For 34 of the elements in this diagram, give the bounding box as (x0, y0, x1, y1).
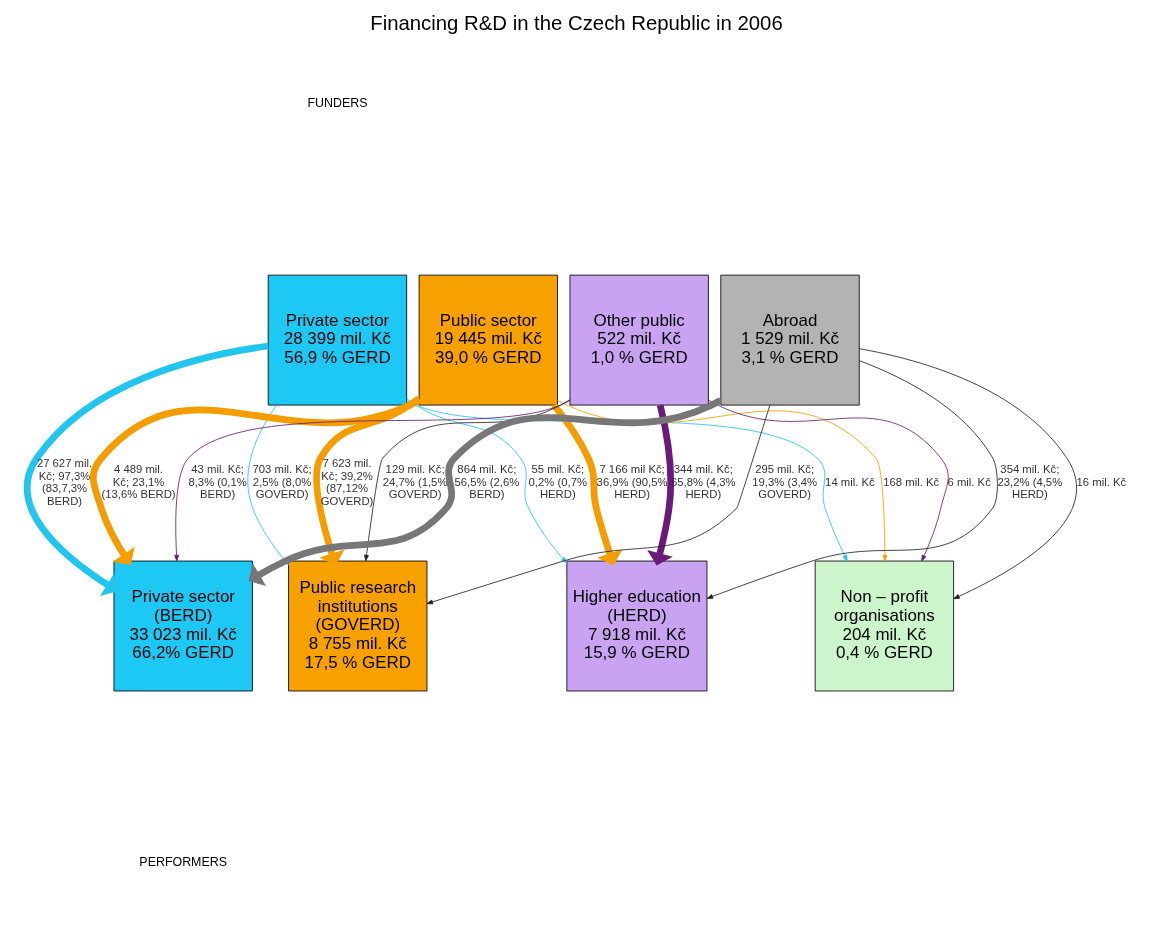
arrow (313, 395, 421, 565)
edge-label: 864 mil. Kč; 56,5% (2,6% BERD) (454, 462, 520, 500)
arrow (24, 342, 269, 596)
node-box: Non – profit organisations 204 mil. Kč 0,4 % GERD (814, 560, 955, 691)
edge-label: 43 mil. Kč; 8,3% (0,1% BERD) (188, 462, 247, 500)
edge-label: 354 mil. Kč; 23,2% (4,5% HERD) (997, 462, 1063, 500)
label: FUNDERS (307, 95, 368, 110)
edge-label: 7 166 mil Kč; 36,9% (90,5% HERD) (596, 462, 668, 500)
edge-label: 55 mil. Kč; 0,2% (0,7% HERD) (528, 462, 587, 500)
node-box: Public sector 19 445 mil. Kč 39,0 % GERD (418, 274, 558, 405)
arrow (551, 402, 623, 565)
arrow (706, 359, 998, 599)
edge-label: 27 627 mil. Kč; 97,3% (83,7,3% BERD) (36, 456, 93, 507)
label: PERFORMERS (139, 854, 228, 869)
edge-label: 168 mil. Kč (883, 475, 940, 488)
edge-label: 4 489 mil. Kč; 23,1% (13,6% BERD) (101, 462, 176, 500)
node-box: Other public 522 mil. Kč 1,0 % GERD (569, 274, 709, 405)
edge-label: 129 mil. Kč; 24,7% (1,5% GOVERD) (382, 462, 448, 500)
diagram-title: Financing R&D in the Czech Republic in 2006 (370, 11, 783, 34)
node-box: Public research institutions (GOVERD) 8 755 mil. Kč 17,5 % GERD (288, 560, 428, 691)
node-box: Private sector 28 399 mil. Kč 56,9 % GERD (267, 274, 408, 405)
arrow (426, 404, 771, 604)
edge-label: 14 mil. Kč (825, 475, 875, 488)
edge-label: 295 mil. Kč; 19,3% (3,4% GOVERD) (752, 462, 817, 500)
edge-label: 703 mil. Kč; 2,5% (8,0% GOVERD) (252, 462, 312, 500)
arrow (708, 399, 949, 561)
node-box: Private sector (BERD) 33 023 mil. Kč 66,2% GERD (113, 560, 253, 691)
arrow (647, 403, 675, 565)
edge-label: 16 mil. Kč (1076, 475, 1127, 488)
arrow (406, 397, 568, 563)
arrow (858, 347, 1077, 599)
node-box: Abroad 1 529 mil. Kč 3,1 % GERD (720, 274, 860, 405)
edge-label: 6 mil. Kč (947, 475, 991, 488)
node-box: Higher education (HERD) 7 918 mil. Kč 15,9 % GERD (566, 560, 708, 691)
